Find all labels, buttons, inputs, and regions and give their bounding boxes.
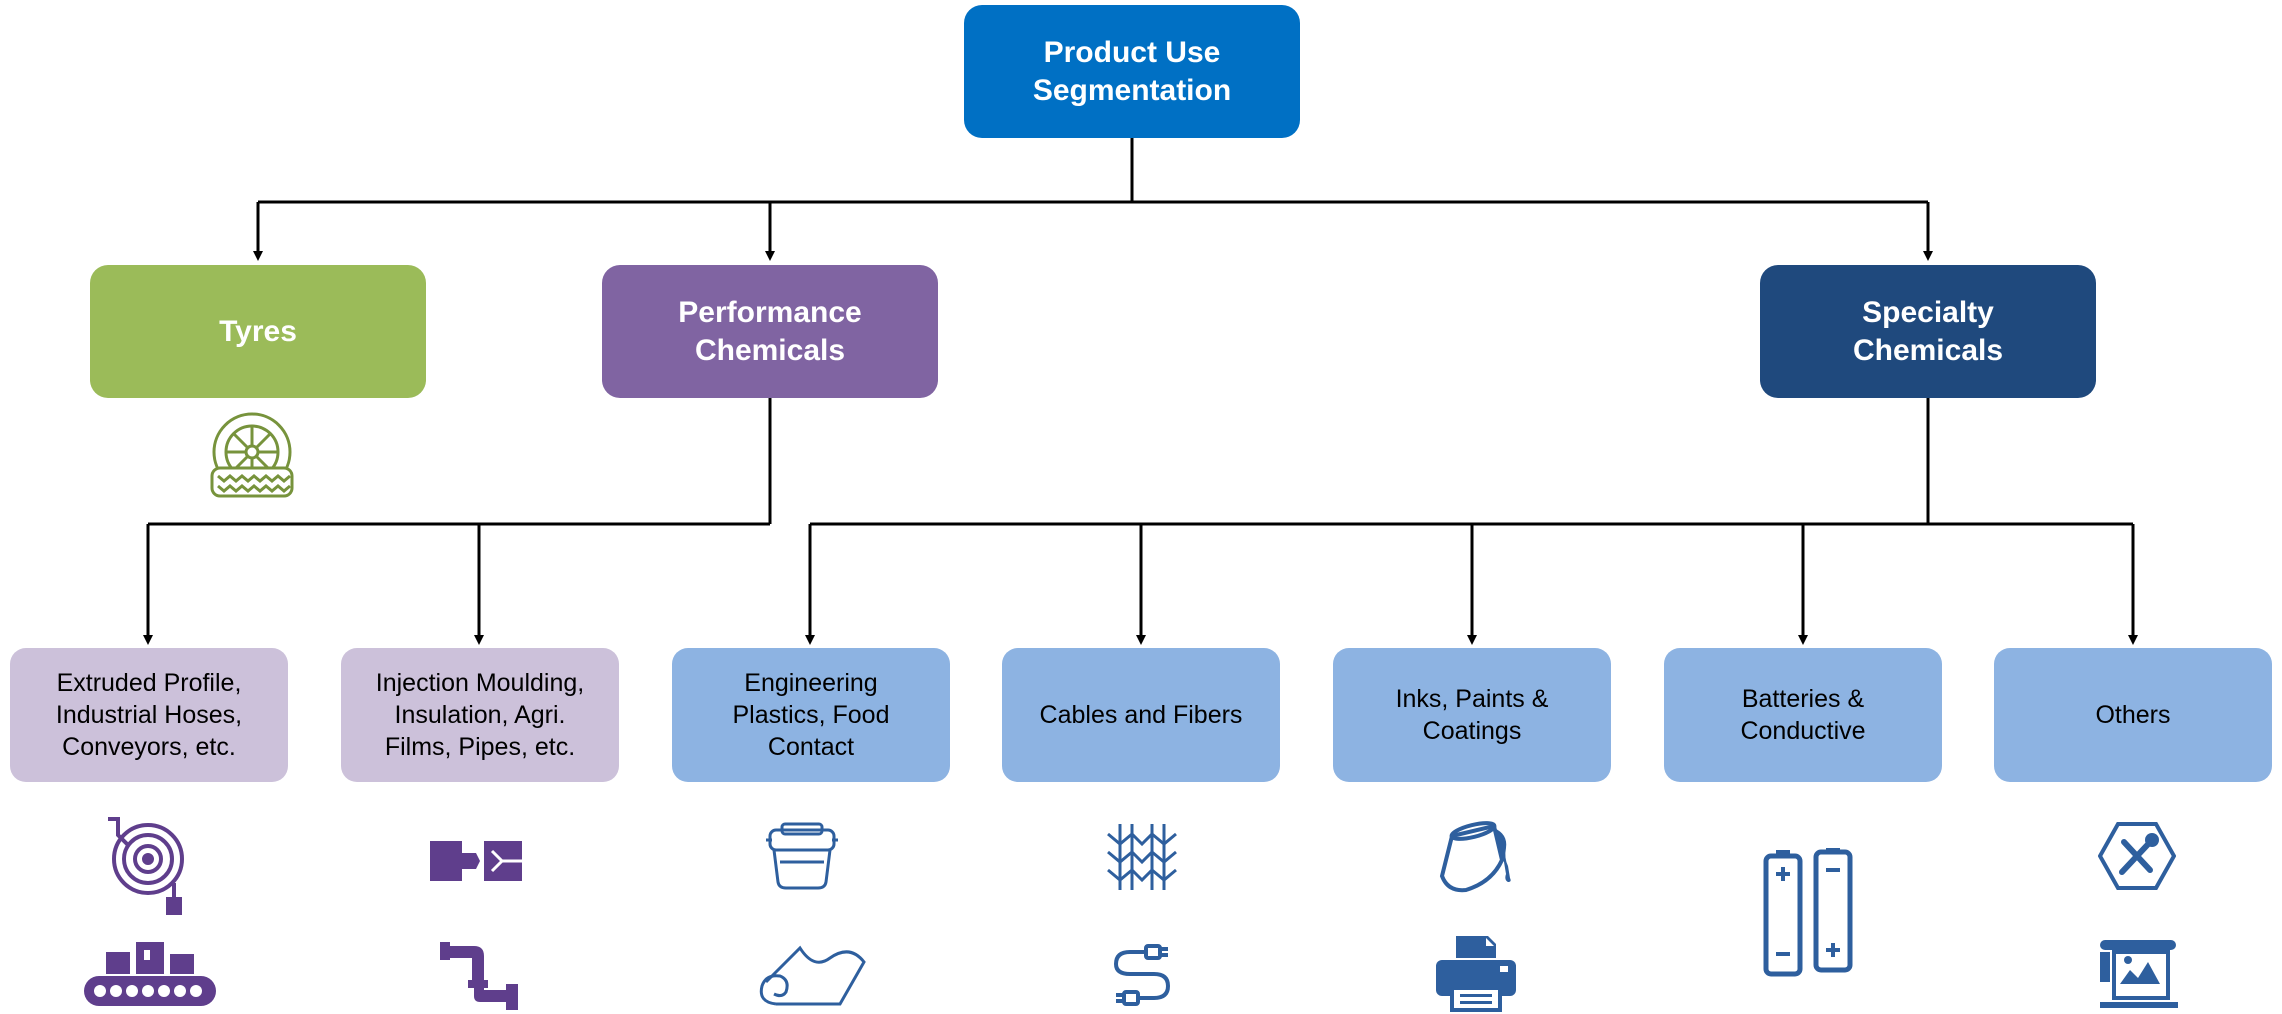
root-node: Product Use Segmentation	[964, 5, 1300, 138]
food-container-icon	[766, 822, 838, 890]
root-node-label: Product Use Segmentation	[1032, 35, 1232, 107]
cable-icon	[1113, 944, 1171, 1006]
subcategory-others: Others	[1994, 648, 2272, 782]
subcategory-batteries-conductive: Batteries & Conductive	[1664, 648, 1942, 782]
category-specialty-label: Specialty Chemicals	[1852, 295, 2004, 367]
subcategory-label: Others	[2095, 701, 2171, 729]
category-performance-label: Performance Chemicals	[678, 295, 862, 367]
printer-icon	[1436, 936, 1516, 1012]
paint-bucket-icon	[1439, 821, 1511, 893]
hose-reel-icon	[108, 817, 184, 915]
subcategory-label: Cables and Fibers	[1039, 701, 1243, 729]
battery-icon	[1763, 848, 1853, 977]
category-tyres-label: Tyres	[219, 314, 297, 348]
subcategory-injection-moulding: Injection Moulding, Insulation, Agri. Fi…	[341, 648, 619, 782]
subcategory-label: Inks, Paints & Coatings	[1395, 685, 1549, 745]
tools-hexagon-icon	[2098, 822, 2176, 890]
display-stand-icon	[2100, 940, 2178, 1008]
category-tyres: Tyres	[90, 265, 426, 398]
subcategory-label: Extruded Profile, Industrial Hoses, Conv…	[55, 669, 243, 761]
plastic-film-icon	[759, 945, 866, 1006]
subcategory-label: Engineering Plastics, Food Contact	[732, 669, 890, 761]
subcategory-label: Batteries & Conductive	[1740, 685, 1866, 745]
category-performance-chemicals: Performance Chemicals	[602, 265, 938, 398]
subcategory-extruded-profile: Extruded Profile, Industrial Hoses, Conv…	[10, 648, 288, 782]
subcategory-cables-fibers: Cables and Fibers	[1002, 648, 1280, 782]
category-specialty-chemicals: Specialty Chemicals	[1760, 265, 2096, 398]
subcategory-inks-paints-coatings: Inks, Paints & Coatings	[1333, 648, 1611, 782]
conveyor-belt-icon	[84, 942, 216, 1006]
subcategory-engineering-plastics: Engineering Plastics, Food Contact	[672, 648, 950, 782]
fiber-icon	[1107, 824, 1177, 890]
tyre-icon	[210, 412, 294, 498]
injection-mould-icon	[430, 841, 522, 881]
pipe-icon	[440, 942, 518, 1010]
subcategory-label: Injection Moulding, Insulation, Agri. Fi…	[375, 669, 585, 761]
